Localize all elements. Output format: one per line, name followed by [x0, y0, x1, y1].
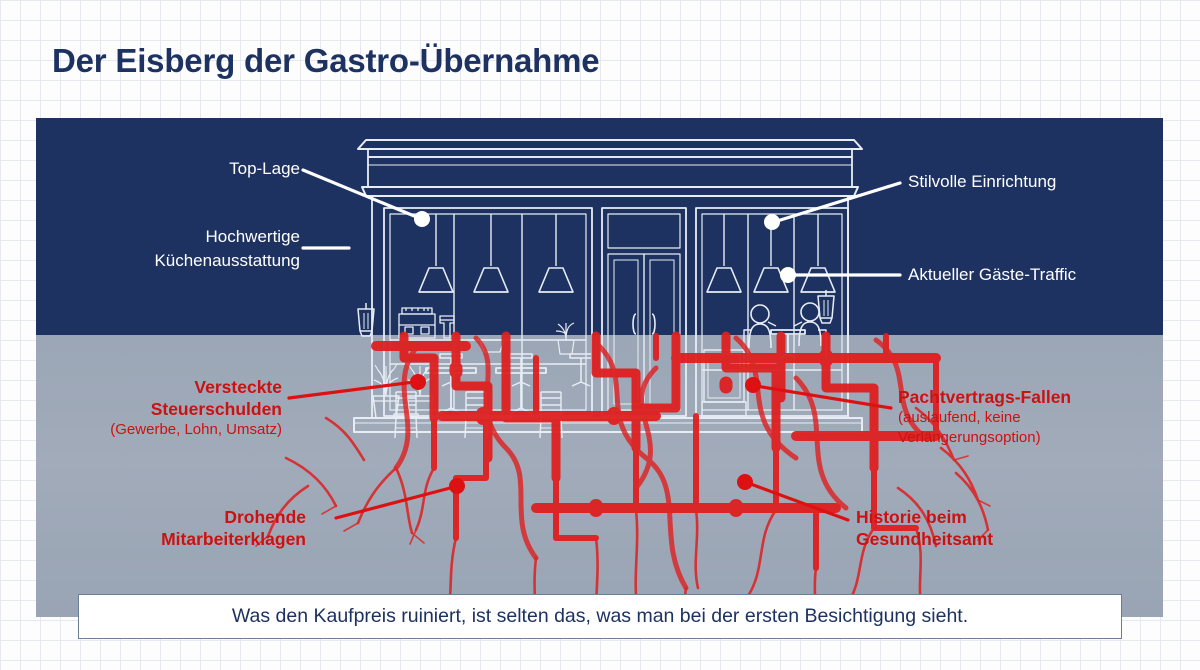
below-water-region — [36, 335, 1163, 617]
label-aktueller-gaeste-traffic: Aktueller Gäste-Traffic — [908, 265, 1077, 284]
page-title: Der Eisberg der Gastro-Übernahme — [52, 42, 600, 79]
label-line-1: Historie beim — [856, 507, 967, 527]
label-sub-1: (auslaufend, keine — [898, 409, 1021, 426]
label-line-1: Versteckte — [194, 377, 282, 397]
label-line-2: Mitarbeiterklagen — [161, 529, 306, 549]
label-hochwertige-kuechenausstattung: Hochwertige Küchenausstattung — [36, 225, 300, 273]
above-water-region — [36, 118, 1163, 335]
iceberg-illustration-panel: Top-Lage Hochwertige Küchenausstattung S… — [36, 118, 1163, 617]
label-line-2: Gesundheitsamt — [856, 529, 994, 549]
label-line-1: Pachtvertrags-Fallen — [898, 387, 1072, 407]
caption-box: Was den Kaufpreis ruiniert, ist selten d… — [78, 594, 1122, 639]
label-drohende-mitarbeiterklagen: Drohende Mitarbeiterklagen — [36, 506, 306, 550]
label-sub-2: Verlängerungsoption) — [898, 429, 1041, 446]
label-stilvolle-einrichtung: Stilvolle Einrichtung — [908, 172, 1057, 191]
label-versteckte-steuerschulden: Versteckte Steuerschulden (Gewerbe, Lohn… — [36, 376, 282, 440]
label-line-1: Hochwertige — [205, 227, 301, 246]
label-sub-1: (Gewerbe, Lohn, Umsatz) — [110, 421, 282, 438]
label-top-lage: Top-Lage — [229, 159, 300, 178]
label-line-2: Küchenausstattung — [154, 251, 300, 270]
caption-text: Was den Kaufpreis ruiniert, ist selten d… — [231, 605, 969, 627]
label-historie-beim-gesundheitsamt: Historie beim Gesundheitsamt — [856, 506, 1136, 550]
label-pachtvertrags-fallen: Pachtvertrags-Fallen (auslaufend, keine … — [898, 386, 1163, 448]
label-line-2: Steuerschulden — [150, 399, 282, 419]
label-line-1: Drohende — [224, 507, 306, 527]
